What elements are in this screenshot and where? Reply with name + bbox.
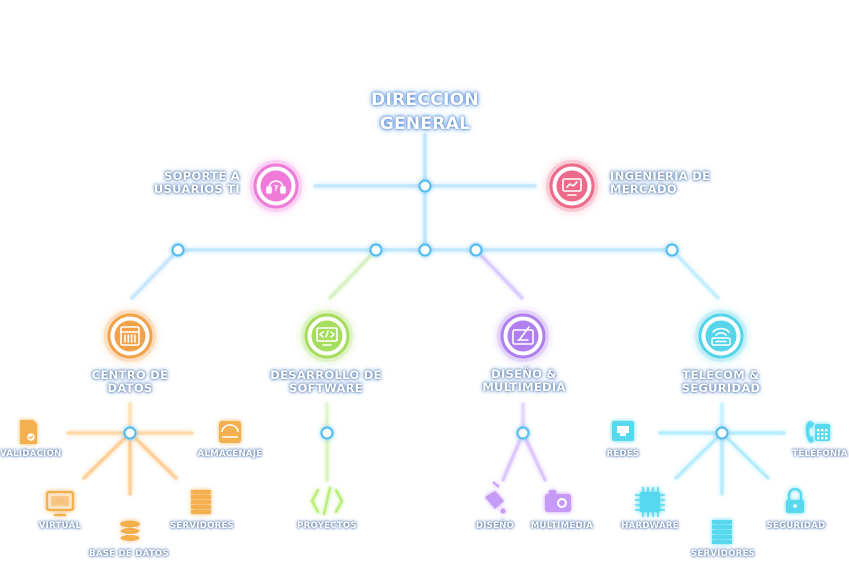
telecom-bubble-halo bbox=[695, 310, 747, 362]
root-title-line1: DIRECCION bbox=[371, 90, 479, 110]
telecom-label: TELECOM & SEGURIDAD bbox=[661, 368, 781, 396]
server-stack-icon-telecom bbox=[712, 520, 732, 544]
ingenieria-label-line2: MERCADO bbox=[610, 182, 677, 197]
soporte-bubble-halo bbox=[250, 160, 302, 212]
link-diseno bbox=[474, 248, 524, 300]
hard-drive-icon bbox=[219, 421, 241, 443]
padlock-icon bbox=[786, 487, 804, 513]
router-icon bbox=[711, 327, 731, 346]
ingenieria-label: INGENIERIA DE MERCADO bbox=[610, 169, 720, 197]
telecom-bubble bbox=[695, 310, 747, 362]
centro-spoke-virtual bbox=[82, 431, 132, 480]
monitor-icon bbox=[45, 490, 75, 517]
leaf-label-validacion: VALIDACION bbox=[0, 449, 62, 459]
node-bus-center bbox=[418, 243, 432, 257]
leaf-label-virtual: VIRTUAL bbox=[38, 521, 82, 531]
diseno-spoke-multimedia bbox=[521, 431, 547, 482]
soporte-bubble: ? bbox=[250, 160, 302, 212]
node-hub-desarrollo bbox=[320, 426, 334, 440]
telecom-label-line1: TELECOM & bbox=[682, 368, 760, 382]
server-rack-icon bbox=[120, 326, 140, 346]
soporte-label-line2: USUARIOS TI bbox=[153, 182, 240, 197]
ingenieria-bubble-halo bbox=[546, 160, 598, 212]
node-support bbox=[418, 179, 432, 193]
node-hub-diseno bbox=[516, 426, 530, 440]
database-icon bbox=[119, 520, 141, 543]
centro-spoke-servidores bbox=[128, 431, 178, 480]
leaf-label-base-datos: BASE DE DATOS bbox=[89, 549, 169, 559]
junction-nodes bbox=[123, 179, 729, 440]
svg-text:?: ? bbox=[274, 184, 279, 193]
diseno-spoke-diseno bbox=[501, 431, 525, 482]
leaf-label-diseno: DISEÑO bbox=[475, 521, 515, 531]
diseno-label-line2: MULTIMEDIA bbox=[482, 380, 566, 395]
link-telecom bbox=[670, 248, 720, 300]
leaf-label-hardware: HARDWARE bbox=[621, 521, 679, 531]
chip-icon bbox=[635, 487, 665, 517]
centro-label-line1: CENTRO DE bbox=[91, 368, 169, 382]
server-stack-icon-centro bbox=[191, 490, 211, 514]
desarrollo-bubble-halo bbox=[301, 310, 353, 362]
node-hub-centro bbox=[123, 426, 137, 440]
leaf-icons bbox=[20, 420, 830, 544]
leaf-label-telefonia: TELEFONIA bbox=[792, 449, 848, 459]
root-title-line2: GENERAL bbox=[379, 114, 471, 134]
centro-label: CENTRO DE DATOS bbox=[70, 368, 190, 396]
diseno-label: DISEÑO & MULTIMEDIA bbox=[464, 367, 584, 395]
node-bus-diseno bbox=[469, 243, 483, 257]
leaf-label-servidores-telecom: SERVIDORES bbox=[691, 549, 755, 559]
telecom-spoke-hardware bbox=[674, 431, 724, 480]
department-icons: ? bbox=[104, 160, 747, 362]
leaf-label-seguridad: SEGURIDAD bbox=[766, 521, 826, 531]
ethernet-port-icon bbox=[612, 421, 634, 441]
centro-bubble bbox=[104, 310, 156, 362]
leaf-label-almacenaje: ALMACENAJE bbox=[197, 449, 263, 459]
diseno-label-line1: DISEÑO & bbox=[491, 367, 557, 381]
diseno-bubble-halo bbox=[497, 310, 549, 362]
ingenieria-label-line1: INGENIERIA DE bbox=[610, 169, 711, 183]
leaf-label-proyectos: PROYECTOS bbox=[297, 521, 357, 531]
soporte-label: SOPORTE A USUARIOS TI bbox=[140, 169, 240, 197]
code-brackets-icon bbox=[310, 486, 344, 516]
ingenieria-bubble bbox=[546, 160, 598, 212]
leaf-label-multimedia: MULTIMEDIA bbox=[530, 521, 594, 531]
desarrollo-label-line1: DESARROLLO DE bbox=[270, 368, 382, 382]
diseno-bubble bbox=[497, 310, 549, 362]
centro-bubble-fill bbox=[114, 320, 146, 352]
link-centro bbox=[130, 248, 180, 300]
centro-bubble-halo bbox=[104, 310, 156, 362]
paint-bucket-icon bbox=[485, 481, 506, 514]
centro-label-line2: DATOS bbox=[107, 381, 153, 396]
desarrollo-bubble bbox=[301, 310, 353, 362]
drawing-tablet-icon bbox=[512, 326, 534, 345]
telephone-icon bbox=[805, 421, 830, 443]
node-bus-desarrollo bbox=[369, 243, 383, 257]
node-hub-telecom bbox=[715, 426, 729, 440]
link-desarrollo bbox=[328, 248, 378, 300]
headset-icon: ? bbox=[266, 180, 286, 194]
monitor-chart-icon bbox=[562, 178, 582, 196]
telecom-bubble-fill bbox=[705, 320, 737, 352]
leaf-label-redes: REDES bbox=[606, 449, 640, 459]
camera-icon bbox=[545, 490, 571, 512]
document-check-icon bbox=[20, 420, 37, 444]
desarrollo-label: DESARROLLO DE SOFTWARE bbox=[262, 368, 390, 396]
node-bus-centro bbox=[171, 243, 185, 257]
soporte-label-line1: SOPORTE A bbox=[164, 169, 240, 183]
code-monitor-icon bbox=[316, 327, 338, 346]
root-title: DIRECCION GENERAL bbox=[354, 88, 496, 136]
leaf-label-servidores-centro: SERVIDORES bbox=[170, 521, 234, 531]
desarrollo-label-line2: SOFTWARE bbox=[289, 381, 363, 396]
node-bus-telecom bbox=[665, 243, 679, 257]
telecom-spoke-seguridad bbox=[720, 431, 770, 480]
telecom-label-line2: SEGURIDAD bbox=[681, 381, 761, 396]
